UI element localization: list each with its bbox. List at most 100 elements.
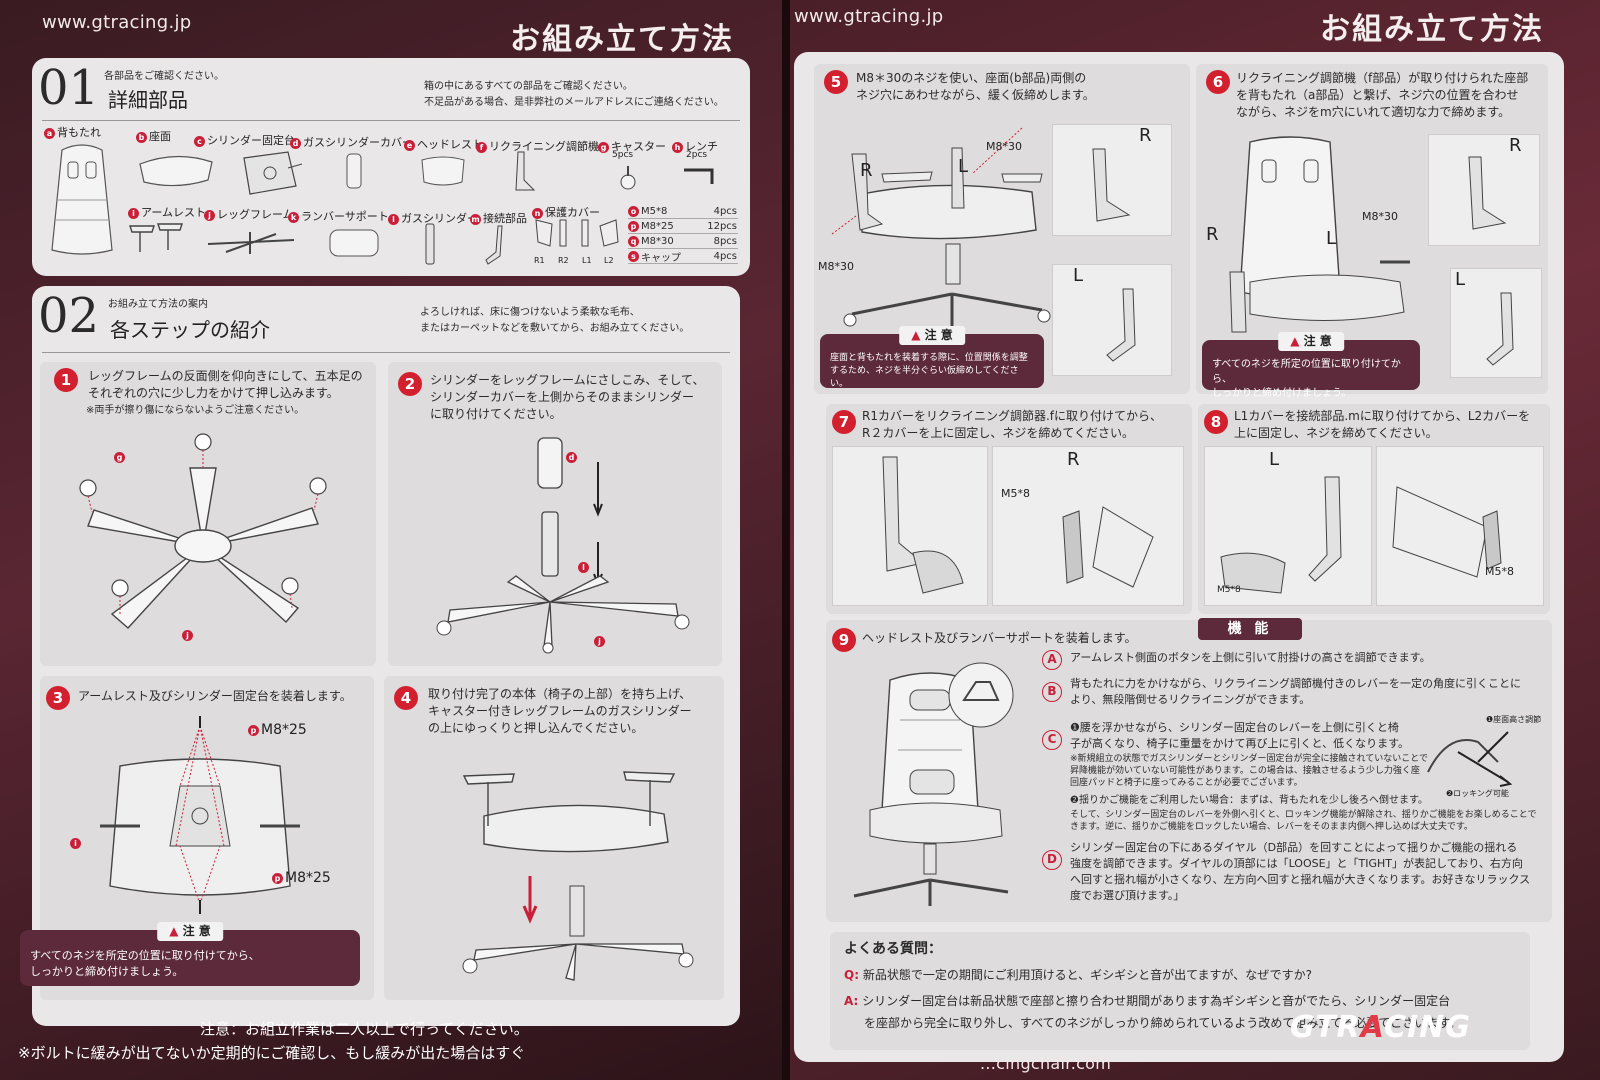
faq-title: よくある質問： (844, 941, 942, 957)
function-c-note: ※新規組立の状態でガスシリンダーとシリンダー固定台が完全に接触されていないことで (1070, 754, 1429, 764)
function-b-text: 背もたれに力をかけながら、リクライニング調節機付きのレバーを一定の角度に引くこと… (1070, 677, 1521, 690)
connector-drawing (485, 225, 503, 265)
page-gutter (782, 0, 790, 1080)
steps-card: 5 M8＊30のネジを使い、座面(b部品)両側の ネジ穴にあわせながら、緩く仮締… (794, 52, 1564, 1062)
screw-callout: M5*8 (1001, 487, 1030, 500)
gtracing-logo: GTRACING (1290, 1010, 1471, 1045)
steps-card: 02 お組み立て方法の案内 各ステップの紹介 よろしければ、床に傷つけないよう柔… (20, 286, 740, 1026)
step-text: R２カバーを上に固定し、ネジを締めてください。 (862, 426, 1134, 440)
part-callout-j: j (182, 628, 195, 641)
faq-answer: を座部から完全に取り外し、すべてのネジがしっかり締められているよう改めて組み立て… (864, 1016, 1462, 1030)
lever-label: ❷ロッキング可能 (1446, 789, 1509, 798)
detail-r1 (832, 446, 988, 606)
leg-frame-drawing (207, 232, 295, 254)
gas-cylinder-drawing (425, 223, 435, 265)
step-text: シリンダーをレッグフレームにさしこみ、そして、 (430, 373, 705, 387)
screw-callout: M5*8 (1485, 565, 1514, 578)
function-marker-a: A (1042, 650, 1062, 670)
step-text: リクライニング調節機（f部品）が取り付けられた座部 (1236, 71, 1529, 85)
function-a-text: アームレスト側面のボタンを上側に引いて肘掛けの高さを調節できます。 (1070, 651, 1431, 664)
step-text: キャスター付きレッグフレームのガスシリンダー (428, 704, 692, 718)
section-note: 不足品がある場合、是非弊社のメールアドレスにご連絡ください。 (424, 97, 724, 108)
lever-label: ❶座面高さ調節 (1486, 715, 1542, 724)
caution-box: 注 意 すべてのネジを所定の位置に取り付けてから、 しっかりと締め付けましょう。 (1202, 332, 1420, 399)
step-number: 5 (824, 70, 848, 94)
step-text: シリンダーカバーを上側からそのままシリンダー (430, 390, 695, 404)
step-text: ネジ穴にあわせながら、緩く仮締めします。 (856, 88, 1095, 102)
side-label: R (860, 160, 873, 181)
function-c-note: 昇降機能が効いていない可能性があります。この場合は、接触させるよう少し力強く座 (1070, 766, 1420, 776)
gas-cover-drawing (346, 153, 362, 189)
function-d-text: 度でお選び頂けます。」 (1070, 889, 1185, 902)
function-marker-b: B (1042, 682, 1062, 702)
function-marker-d: D (1042, 850, 1062, 870)
backrest-attach-drawing (1229, 136, 1410, 333)
step-4-panel: 4 取り付け完了の本体（椅子の上部）を持ち上げ、 キャスター付きレッグフレームの… (384, 676, 724, 1000)
function-d-text: シリンダー固定台の下にあるダイヤル（D部品）を回すことによって揺りかご機能の揺れ… (1070, 841, 1518, 854)
armrest-detail-circle (948, 662, 1014, 728)
part-callout-d: d (566, 450, 579, 463)
step-text: に取り付けてください。 (430, 407, 562, 421)
cover-label: R2 (558, 256, 569, 265)
side-label: R (1206, 224, 1219, 245)
headrest-drawing (421, 156, 465, 186)
step-text: レッグフレームの反面側を仰向きにして、五本足の (88, 369, 363, 383)
covers-drawing (535, 219, 619, 247)
side-label: R (1509, 135, 1522, 156)
step-1-panel: 1 レッグフレームの反面側を仰向きにして、五本足の それぞれの穴に少し力をかけて… (40, 362, 376, 666)
step-6-panel: 6 リクライニング調節機（f部品）が取り付けられた座部 を背もたれ（a部品）と繋… (1196, 64, 1548, 399)
page-title: お組み立て方法 (510, 22, 734, 57)
section-subtitle: お組み立て方法の案内 (108, 299, 208, 310)
bottom-url: ...cingchair.com (980, 1054, 1112, 1073)
wrench-drawing (684, 168, 714, 184)
section-heading: 詳細部品 (108, 88, 188, 112)
footer-warning: 注意：お組立作業は二人以上で行ってください。 (200, 1020, 529, 1038)
screw-callout: M5*8 (1217, 585, 1241, 595)
step-number: 2 (398, 372, 422, 396)
cylinder-mount-drawing (243, 151, 303, 195)
side-label: L (1269, 449, 1280, 470)
parts-card: 01 各部品をご確認ください。 詳細部品 箱の中にあるすべての部品をご確認くださ… (32, 58, 750, 276)
function-c-note: 回座パッドと椅子に座ってみることが必要でございます。 (1070, 778, 1303, 788)
function-c-text: ❷揺りかご機能をご利用したい場合：まずは、背もたれを少し後ろへ倒せます。 (1070, 795, 1428, 806)
detail-left: L (1450, 268, 1542, 378)
part-callout-i: i (70, 836, 83, 849)
step-text: それぞれの穴に少し力をかけて押し込みます。 (88, 386, 339, 400)
function-c-text: 子が高くなり、椅子に重量をかけて再び上に引くと、低くなります。 (1070, 737, 1410, 750)
side-label: L (958, 156, 969, 177)
faq-answer: A: シリンダー固定台は新品状態で座部と擦り合わせ期間があります為ギシギシと音が… (844, 994, 1451, 1008)
side-label: L (1073, 265, 1084, 286)
step-text: アームレスト及びシリンダー固定台を装着します。 (78, 689, 352, 703)
chair-assembly-drawing (462, 771, 694, 981)
lever-drawing (1427, 731, 1513, 787)
function-c-note: そして、シリンダー固定台のレバーを外側へ引くと、ロッキング機能が解除され、揺りか… (1070, 810, 1537, 820)
seat-drawing (139, 155, 213, 187)
part-callout-j: j (594, 634, 607, 647)
armrest-mount-drawing (100, 716, 300, 914)
site-url: www.gtracing.jp (42, 12, 192, 33)
function-b-text: より、無段階倒せるリクライニングができます。 (1070, 693, 1311, 706)
function-d-text: 強度を調節できます。ダイヤルの頂部には「LOOSE」と「TIGHT」が表記してお… (1070, 857, 1523, 870)
step-9-panel: 9 ヘッドレスト及びランバーサポートを装着します。 機 能 A アームレスト側面… (826, 618, 1552, 922)
step-text: を背もたれ（a部品）と繋げ、ネジ穴の位置を合わせ (1236, 88, 1519, 102)
detail-r2: R M5*8 (992, 446, 1184, 606)
part-callout-g: g (114, 450, 127, 463)
step-2-panel: 2 シリンダーをレッグフレームにさしこみ、そして、 シリンダーカバーを上側からそ… (388, 362, 722, 666)
faq-panel: よくある質問： Q: 新品状態で一定の期間にご利用頂けると、ギシギシと音が出てま… (830, 932, 1530, 1050)
function-d-text: へ回すと揺れ幅が小さくなり、左方向へ回すと揺れ幅が大きくなります。お好きなリラッ… (1070, 873, 1531, 886)
left-page: www.gtracing.jp お組み立て方法 01 各部品をご確認ください。 … (0, 0, 782, 1080)
step-number: 6 (1206, 70, 1230, 94)
step-8-panel: 8 L1カバーを接続部品.mに取り付けてから、L2カバーを 上に固定し、ネジを締… (1198, 404, 1550, 614)
